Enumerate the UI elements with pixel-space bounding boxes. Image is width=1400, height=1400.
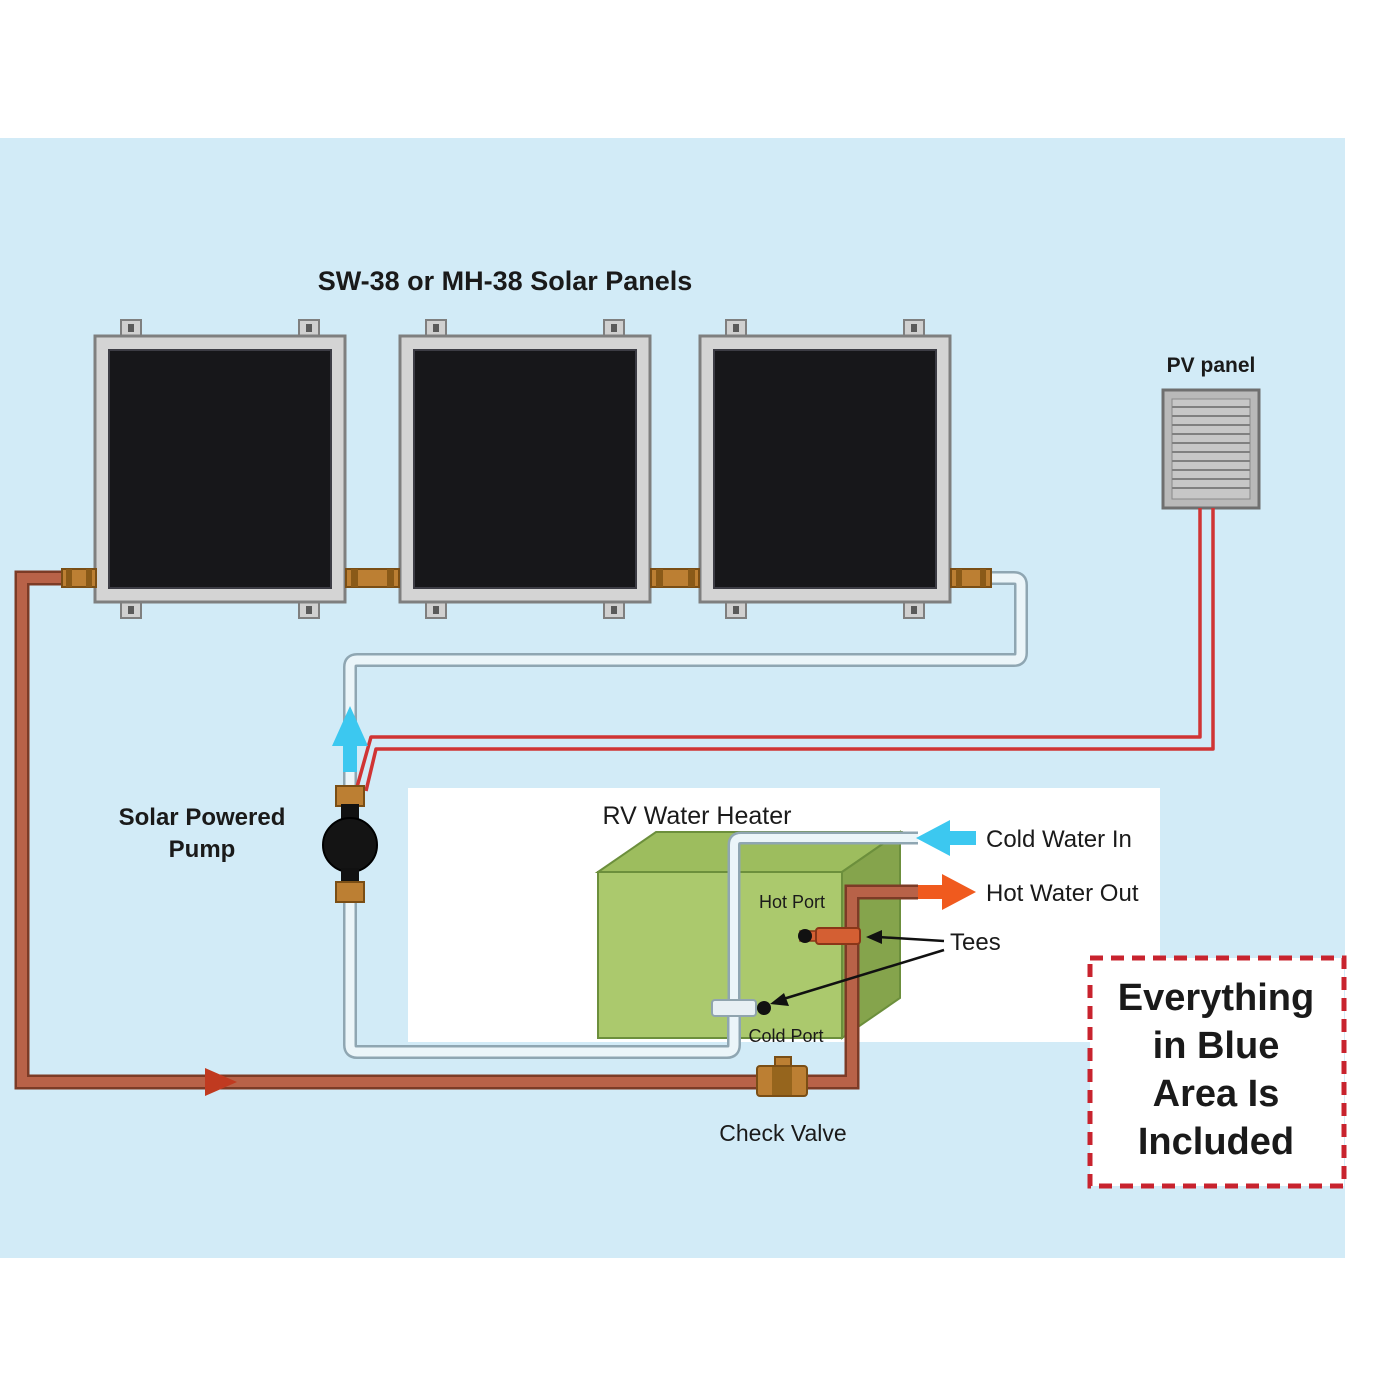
- pv-panel-label: PV panel: [1167, 354, 1256, 377]
- flow-direction-arrow: [205, 1068, 237, 1096]
- brass-fittings: [61, 568, 992, 588]
- flow-up-arrow: [332, 706, 368, 772]
- tab-slot: [611, 606, 617, 614]
- fitting-between-2-3: [650, 568, 700, 588]
- pv-cell-lines: [1172, 406, 1250, 489]
- check-valve-band: [772, 1067, 792, 1095]
- tab-slot: [128, 606, 134, 614]
- title-label: SW-38 or MH-38 Solar Panels: [318, 266, 693, 296]
- tab-slot: [433, 606, 439, 614]
- cold-port-label: Cold Port: [748, 1026, 823, 1046]
- pump-bottom-neck: [341, 868, 359, 884]
- hot-water-out-label: Hot Water Out: [986, 880, 1139, 907]
- solar-panel-2: [398, 319, 652, 619]
- pump-label-line2: Pump: [169, 836, 236, 863]
- pump-label-line1: Solar Powered: [119, 804, 286, 831]
- cold-water-pipe: [343, 571, 1028, 1059]
- fitting-right: [950, 568, 992, 588]
- panel-glass: [108, 349, 332, 589]
- tab-slot: [306, 324, 312, 332]
- tab-slot: [433, 324, 439, 332]
- panel-glass: [713, 349, 937, 589]
- solar-panel-3: [698, 319, 952, 619]
- tab-slot: [733, 324, 739, 332]
- panel-glass: [413, 349, 637, 589]
- pump-body: [322, 817, 378, 873]
- solar-panel-1: [93, 319, 347, 619]
- tab-slot: [128, 324, 134, 332]
- tab-slot: [306, 606, 312, 614]
- tees-arrowhead-cold: [770, 993, 789, 1006]
- fitting-between-1-2: [345, 568, 400, 588]
- hot-water-out-arrow: [918, 874, 976, 910]
- pump-top-fitting: [335, 785, 365, 807]
- promo-line-2: in Blue: [1153, 1025, 1280, 1067]
- pv-panel: [1161, 388, 1261, 510]
- pv-panel-cells: [1171, 398, 1251, 500]
- hot-water-pipe: [14, 570, 918, 1090]
- tees-pointers: [770, 930, 945, 1006]
- solar-panel-array: [93, 319, 952, 619]
- cold-tee-bar: [711, 999, 757, 1017]
- pv-power-wires: [355, 508, 1215, 792]
- promo-line-1: Everything: [1118, 977, 1314, 1019]
- check-valve: [756, 1056, 808, 1097]
- cold-water-in-arrow: [916, 820, 976, 856]
- hot-port-tee: [798, 927, 861, 945]
- promo-border: [1087, 955, 1347, 1189]
- tab-slot: [733, 606, 739, 614]
- cold-port-tee: [711, 999, 771, 1017]
- water-heater-label: RV Water Heater: [603, 802, 792, 830]
- promo-line-4: Included: [1138, 1121, 1294, 1163]
- tab-slot: [911, 324, 917, 332]
- cold-port-opening: [757, 1001, 771, 1015]
- promo-line-3: Area Is: [1153, 1073, 1280, 1115]
- hot-port-opening: [798, 929, 812, 943]
- tab-slot: [611, 324, 617, 332]
- hot-tee-bar: [815, 927, 861, 945]
- fitting-left: [61, 568, 97, 588]
- tees-label: Tees: [950, 929, 1001, 956]
- pump-bottom-fitting: [335, 881, 365, 903]
- check-valve-label: Check Valve: [719, 1120, 846, 1146]
- solar-pump: [322, 785, 378, 903]
- hot-port-label: Hot Port: [759, 892, 825, 912]
- cold-water-in-label: Cold Water In: [986, 826, 1132, 853]
- tees-arrowhead-hot: [866, 930, 882, 944]
- tab-slot: [911, 606, 917, 614]
- promo-box: Everything in Blue Area Is Included: [1087, 955, 1347, 1189]
